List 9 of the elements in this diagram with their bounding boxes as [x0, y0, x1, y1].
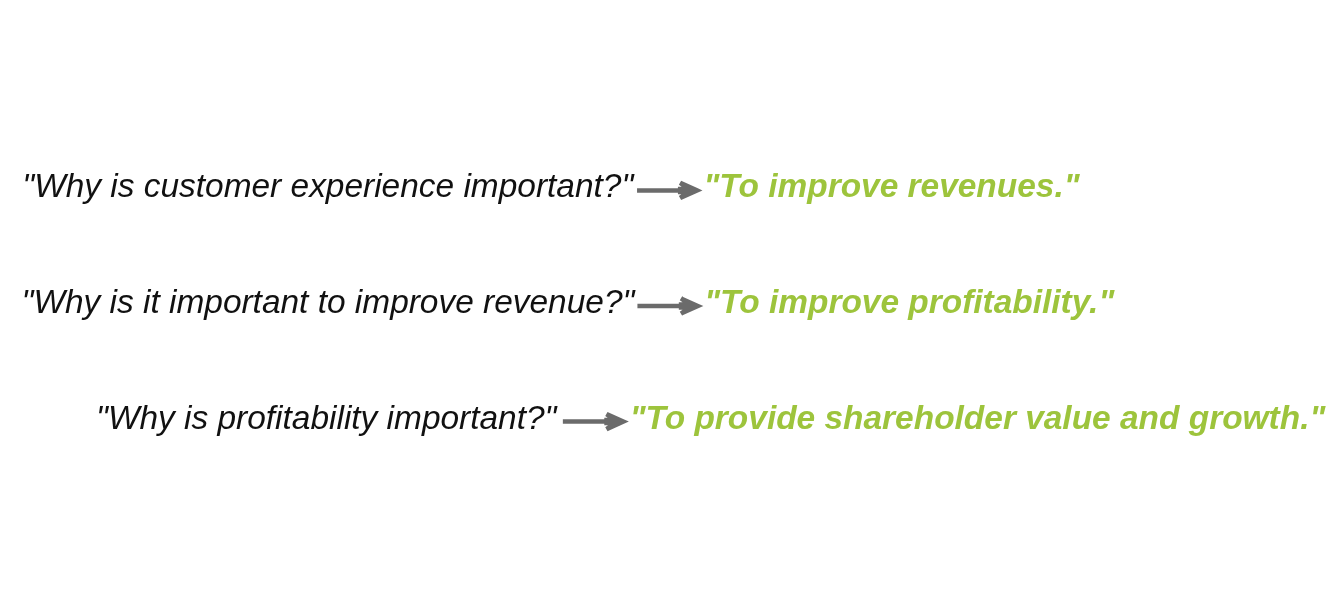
node-text: "Why is it important to improve revenue?": [21, 282, 635, 320]
node-text: "To improve revenues.": [703, 167, 1080, 205]
node-text: "To provide shareholder value and growth.": [629, 398, 1326, 436]
node-text: "To improve profitability.": [704, 282, 1115, 320]
node-text: "Why is profitability important?": [96, 398, 557, 436]
arrow: [637, 296, 701, 316]
node-text: "Why is customer experience important?": [22, 167, 634, 205]
arrow: [637, 180, 700, 201]
arrow: [562, 411, 626, 432]
